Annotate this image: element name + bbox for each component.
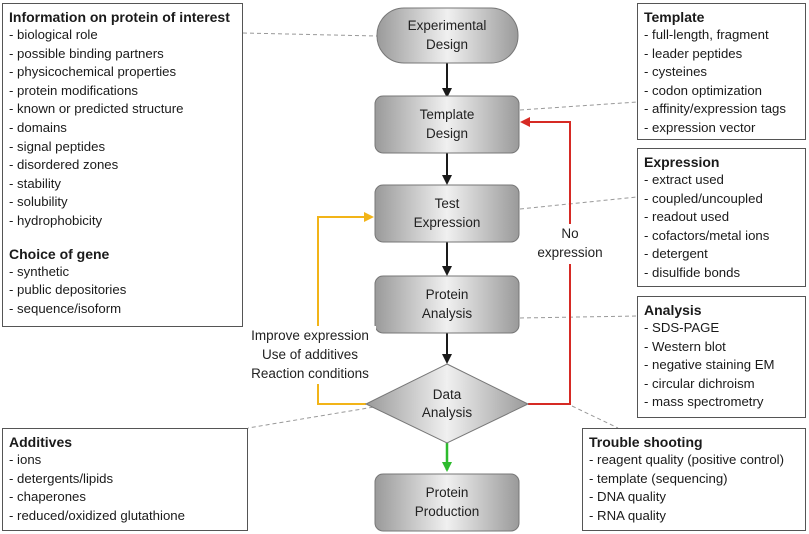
node-test-expression: Test Expression bbox=[374, 184, 520, 243]
node-label-line: Data bbox=[433, 387, 462, 402]
panel-item-list: - SDS-PAGE - Western blot - negative stain… bbox=[644, 319, 799, 412]
panel-item-list: - reagent quality (positive control) - te… bbox=[589, 451, 799, 525]
panel-item: - coupled/uncoupled bbox=[644, 190, 763, 206]
panel-item: - cysteines bbox=[644, 64, 708, 80]
panel-item: - biological role bbox=[9, 27, 98, 42]
no-expression-label-bg bbox=[536, 224, 606, 264]
panel-item: - disulfide bonds bbox=[644, 264, 741, 280]
connector-trouble bbox=[571, 405, 619, 429]
panel-item: - solubility bbox=[9, 194, 68, 210]
node-protein-analysis: Protein Analysis bbox=[374, 275, 520, 334]
panel-item: - known or predicted structure bbox=[9, 101, 184, 117]
panel-expression: Expression - extract used - coupled/uncou… bbox=[637, 148, 806, 287]
panel-title: Additives bbox=[9, 434, 73, 450]
panel-item: - full-length, fragment bbox=[644, 27, 769, 42]
panel-item: - sequence/isoform bbox=[9, 300, 122, 316]
panel-item: - domains bbox=[9, 119, 67, 135]
panel-item: - detergent bbox=[644, 246, 708, 262]
improve-label-line: Reaction conditions bbox=[251, 366, 369, 381]
panel-item-list: - full-length, fragment - leader peptides… bbox=[644, 26, 799, 138]
panel-item: - readout used bbox=[644, 209, 730, 225]
panel-item: - public depositories bbox=[9, 282, 127, 298]
panel-item: - mass spectrometry bbox=[644, 394, 764, 410]
node-data-analysis: Data Analysis bbox=[364, 363, 530, 444]
panel-title: Template bbox=[644, 9, 705, 25]
panel-item: - disordered zones bbox=[9, 157, 119, 173]
node-label-line: Expression bbox=[414, 215, 481, 230]
improve-label-line: Use of additives bbox=[262, 347, 358, 362]
panel-item-list: - extract used - coupled/uncoupled - reado… bbox=[644, 171, 799, 283]
panel-connectors bbox=[242, 32, 638, 429]
panel-item: - ions bbox=[9, 452, 42, 467]
panel-item-list: - ions - detergents/lipids - chaperones - r… bbox=[9, 451, 241, 525]
panel-additives: Additives - ions - detergents/lipids - cha… bbox=[2, 428, 248, 531]
panel-subtitle: Choice of gene bbox=[9, 245, 110, 262]
panel-item: - expression vector bbox=[644, 119, 756, 135]
node-template-design: Template Design bbox=[374, 95, 520, 154]
panel-trouble-shooting: Trouble shooting - reagent quality (posi… bbox=[582, 428, 806, 531]
no-expression-label-line: expression bbox=[537, 245, 602, 260]
panel-item: - DNA quality bbox=[589, 489, 666, 505]
panel-title: Analysis bbox=[644, 302, 702, 318]
panel-item: - possible binding partners bbox=[9, 45, 164, 61]
connector-template bbox=[519, 101, 638, 111]
panel-item: - SDS-PAGE bbox=[644, 320, 720, 335]
no-expression-label-line: No bbox=[561, 226, 578, 241]
panel-item: - physicochemical properties bbox=[9, 64, 177, 80]
panel-item: - circular dichroism bbox=[644, 375, 755, 391]
connector-expression bbox=[519, 196, 638, 210]
panel-item: - signal peptides bbox=[9, 138, 106, 154]
improve-label-bg bbox=[244, 326, 376, 384]
node-experimental-design: Experimental Design bbox=[376, 7, 519, 64]
panel-title: Trouble shooting bbox=[589, 434, 703, 450]
connector-additives bbox=[247, 405, 381, 429]
panel-item: - synthetic bbox=[9, 263, 70, 279]
panel-item: - leader peptides bbox=[644, 45, 743, 61]
panel-item: - chaperones bbox=[9, 489, 86, 505]
node-label-line: Production bbox=[415, 504, 480, 519]
panel-item: - Western blot bbox=[644, 338, 726, 354]
panel-protein-info: Information on protein of interest - bio… bbox=[2, 3, 243, 327]
panel-item: - negative staining EM bbox=[644, 357, 775, 373]
panel-item: - detergents/lipids bbox=[9, 470, 114, 486]
improve-label-line: Improve expression bbox=[251, 328, 369, 343]
arrow-improve-loop bbox=[317, 212, 374, 405]
node-label-line: Test bbox=[435, 196, 460, 211]
panel-title: Information on protein of interest bbox=[9, 9, 230, 25]
panel-item: - RNA quality bbox=[589, 507, 666, 523]
panel-item: - stability bbox=[9, 175, 62, 191]
node-label-line: Design bbox=[426, 37, 468, 52]
node-label-line: Protein bbox=[426, 287, 469, 302]
panel-item: - reagent quality (positive control) bbox=[589, 452, 784, 467]
connector-analysis bbox=[519, 315, 638, 319]
panel-item: - affinity/expression tags bbox=[644, 101, 786, 117]
panel-title: Expression bbox=[644, 154, 720, 170]
node-label-line: Template bbox=[420, 107, 475, 122]
node-label-line: Analysis bbox=[422, 306, 473, 321]
node-label-line: Design bbox=[426, 126, 468, 141]
panel-item: - reduced/oxidized glutathione bbox=[9, 507, 185, 523]
panel-item-list: - biological role - possible binding part… bbox=[9, 26, 236, 231]
panel-template: Template - full-length, fragment - leader… bbox=[637, 3, 806, 140]
panel-analysis: Analysis - SDS-PAGE - Western blot - negat… bbox=[637, 296, 806, 418]
panel-item: - codon optimization bbox=[644, 82, 763, 98]
node-protein-production: Protein Production bbox=[374, 473, 520, 532]
node-label-line: Analysis bbox=[422, 405, 473, 420]
panel-item: - hydrophobicity bbox=[9, 212, 103, 228]
node-label-line: Protein bbox=[426, 485, 469, 500]
panel-item: - template (sequencing) bbox=[589, 470, 728, 486]
panel-item-list: - synthetic - public depositories - sequen… bbox=[9, 263, 236, 319]
connector-protein-info bbox=[242, 32, 378, 37]
panel-item: - protein modifications bbox=[9, 82, 139, 98]
panel-item: - cofactors/metal ions bbox=[644, 227, 770, 243]
panel-item: - extract used bbox=[644, 172, 724, 187]
node-label-line: Experimental bbox=[408, 18, 487, 33]
